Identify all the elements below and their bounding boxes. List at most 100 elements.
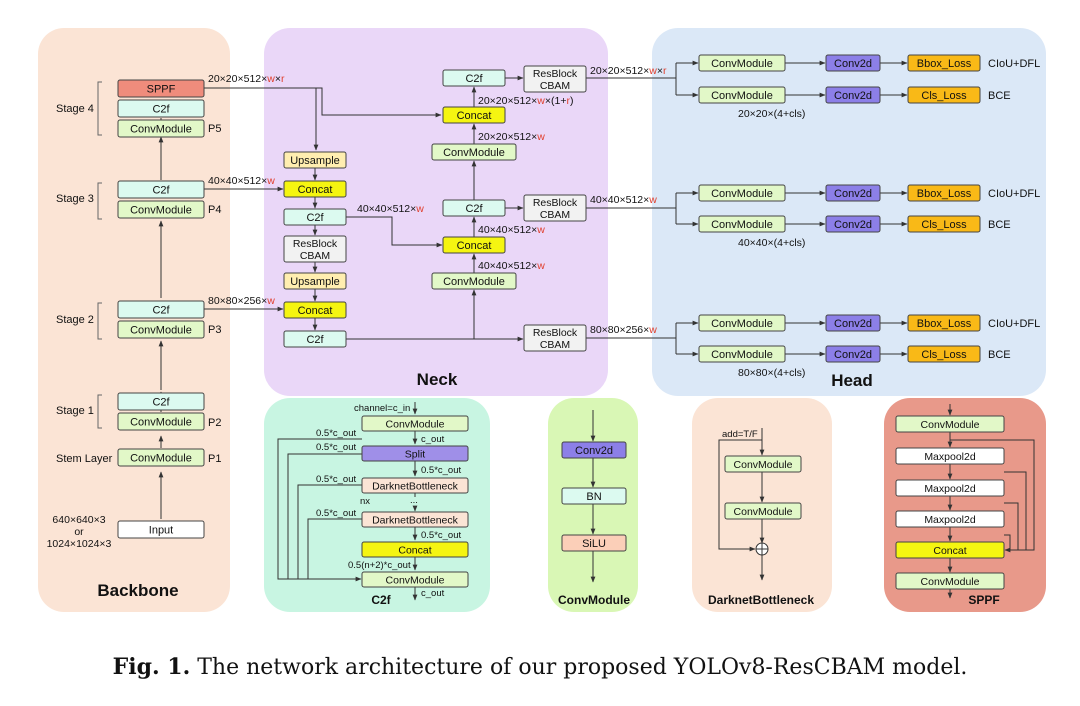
- c2f-detail-bottleneck-1: DarknetBottleneck: [361, 477, 469, 494]
- head-conv-mid-2: ConvModule: [698, 215, 786, 233]
- neck-c2f-mid: C2f: [442, 199, 506, 217]
- backbone-stage4-c2f-label: C2f: [152, 104, 170, 116]
- backbone-stage2-conv-label: ConvModule: [130, 325, 192, 337]
- stage2-label: Stage 2: [56, 314, 94, 326]
- c2f-detail-split-label: Split: [405, 448, 426, 460]
- backbone-sppf-label: SPPF: [147, 84, 176, 96]
- head-conv-bot-1-label: ConvModule: [711, 318, 773, 330]
- neck-c2f-top: C2f: [442, 69, 506, 87]
- neck-concat-top: Concat: [442, 106, 506, 124]
- convmodule-detail-conv2d-label: Conv2d: [575, 445, 613, 457]
- c2f-detail-bottleneck-2-label: DarknetBottleneck: [372, 514, 459, 526]
- neck-dim-40-c2f: 40×40×512×w: [357, 203, 424, 215]
- neck-upsample-2-label: Upsample: [290, 276, 340, 288]
- head-input-dim-top: 20×20×512×w×r: [590, 65, 667, 77]
- dim-20-label: 20×20×512×w×r: [208, 73, 285, 85]
- backbone-input-label: Input: [149, 525, 173, 537]
- neck-c2f-1-label: C2f: [306, 212, 324, 224]
- head-cls-loss-bot-label: Cls_Loss: [921, 349, 967, 361]
- head-bbox-loss-mid: Bbox_Loss: [907, 184, 981, 202]
- head-conv2d-bot-1-label: Conv2d: [834, 318, 872, 330]
- head-title: Head: [831, 371, 873, 390]
- dim-40-label: 40×40×512×w: [208, 175, 275, 187]
- backbone-stage4-conv-label: ConvModule: [130, 124, 192, 136]
- backbone-stage4-c2f: C2f: [117, 99, 205, 118]
- sppf-detail-maxpool-3-label: Maxpool2d: [924, 514, 976, 526]
- c2f-detail-concat-label: Concat: [398, 544, 431, 556]
- neck-conv-lower-label: ConvModule: [443, 276, 505, 288]
- head-cls-loss-mid-label: Cls_Loss: [921, 219, 967, 231]
- neck-conv-lower: ConvModule: [431, 272, 517, 290]
- head-conv-bot-1: ConvModule: [698, 314, 786, 332]
- head-conv2d-bot-2: Conv2d: [825, 345, 881, 363]
- neck-concat-2: Concat: [283, 301, 347, 319]
- c2f-half-side-3: 0.5*c_out: [316, 474, 357, 485]
- neck-c2f-2-label: C2f: [306, 334, 324, 346]
- stage-bracket: [97, 302, 102, 340]
- head-cls-loss-top: Cls_Loss: [907, 86, 981, 104]
- neck-concat-mid: Concat: [442, 236, 506, 254]
- backbone-stage1-c2f-label: C2f: [152, 397, 170, 409]
- head-cls-loss-mid: Cls_Loss: [907, 215, 981, 233]
- head-conv-mid-2-label: ConvModule: [711, 219, 773, 231]
- sppf-detail-maxpool-1: Maxpool2d: [895, 447, 1005, 465]
- neck-resblock-mid-label-2: CBAM: [540, 209, 570, 221]
- c2f-channel: channel=c_in: [354, 403, 410, 414]
- backbone-stage4-conv: ConvModule: [117, 119, 205, 138]
- neck-conv-upper: ConvModule: [431, 143, 517, 161]
- head-conv-bot-2-label: ConvModule: [711, 349, 773, 361]
- neck-concat-1-label: Concat: [298, 184, 333, 196]
- head-conv2d-mid-2-label: Conv2d: [834, 219, 872, 231]
- neck-dim-20-concat: 20×20×512×w×(1+r): [478, 95, 573, 107]
- c2f-detail-conv-top-label: ConvModule: [386, 418, 445, 430]
- head-conv-top-2-label: ConvModule: [711, 90, 773, 102]
- neck-resblock-1-label-1: ResBlock: [293, 238, 338, 250]
- neck-resblock-top-label-1: ResBlock: [533, 68, 578, 80]
- head-out-dim-top: 20×20×(4+cls): [738, 108, 805, 120]
- c2f-half-side-2: 0.5*c_out: [316, 442, 357, 453]
- head-input-dim-mid: 40×40×512×w: [590, 194, 657, 206]
- neck-c2f-mid-label: C2f: [465, 203, 483, 215]
- backbone-input: Input: [117, 520, 205, 539]
- head-conv2d-mid-1: Conv2d: [825, 184, 881, 202]
- sppf-detail-conv-top-label: ConvModule: [921, 419, 980, 431]
- head-bce-bot: BCE: [988, 349, 1011, 361]
- backbone-stage1-conv: ConvModule: [117, 412, 205, 431]
- sppf-detail-concat: Concat: [895, 541, 1005, 559]
- c2f-detail-conv-bot: ConvModule: [361, 571, 469, 588]
- backbone-stage2-c2f: C2f: [117, 300, 205, 319]
- head-conv2d-bot-1: Conv2d: [825, 314, 881, 332]
- stage-bracket: [97, 81, 102, 136]
- c2f-panel-title: C2f: [371, 593, 391, 607]
- stem-label: Stem Layer: [56, 453, 113, 465]
- convmodule-detail-conv2d: Conv2d: [561, 441, 627, 459]
- backbone-stage1-c2f: C2f: [117, 392, 205, 411]
- c2f-cout-2: c_out: [421, 588, 445, 599]
- backbone-stage2-conv: ConvModule: [117, 320, 205, 339]
- neck-title: Neck: [417, 370, 458, 389]
- neck-panel: [264, 28, 608, 396]
- c2f-detail-split: Split: [361, 445, 469, 462]
- c2f-half-side-4: 0.5*c_out: [316, 508, 357, 519]
- head-bbox-loss-bot: Bbox_Loss: [907, 314, 981, 332]
- p3-label: P3: [208, 324, 221, 336]
- darknet-detail-conv-1: ConvModule: [724, 455, 802, 473]
- input-size-or: or: [74, 526, 84, 538]
- backbone-stage1-conv-label: ConvModule: [130, 417, 192, 429]
- c2f-half-a: 0.5*c_out: [421, 465, 462, 476]
- sppf-detail-maxpool-1-label: Maxpool2d: [924, 451, 976, 463]
- head-conv-mid-1: ConvModule: [698, 184, 786, 202]
- darknet-detail-conv-2-label: ConvModule: [734, 506, 793, 518]
- stage-bracket: [97, 182, 102, 220]
- c2f-detail-bottleneck-1-label: DarknetBottleneck: [372, 480, 459, 492]
- sppf-detail-maxpool-2: Maxpool2d: [895, 479, 1005, 497]
- head-out-dim-bot: 80×80×(4+cls): [738, 367, 805, 379]
- head-conv2d-mid-1-label: Conv2d: [834, 188, 872, 200]
- c2f-detail-conv-top: ConvModule: [361, 415, 469, 432]
- caption-text: The network architecture of our proposed…: [190, 655, 968, 680]
- backbone-stage3-conv: ConvModule: [117, 200, 205, 219]
- c2f-detail-concat: Concat: [361, 541, 469, 558]
- backbone-stage3-conv-label: ConvModule: [130, 205, 192, 217]
